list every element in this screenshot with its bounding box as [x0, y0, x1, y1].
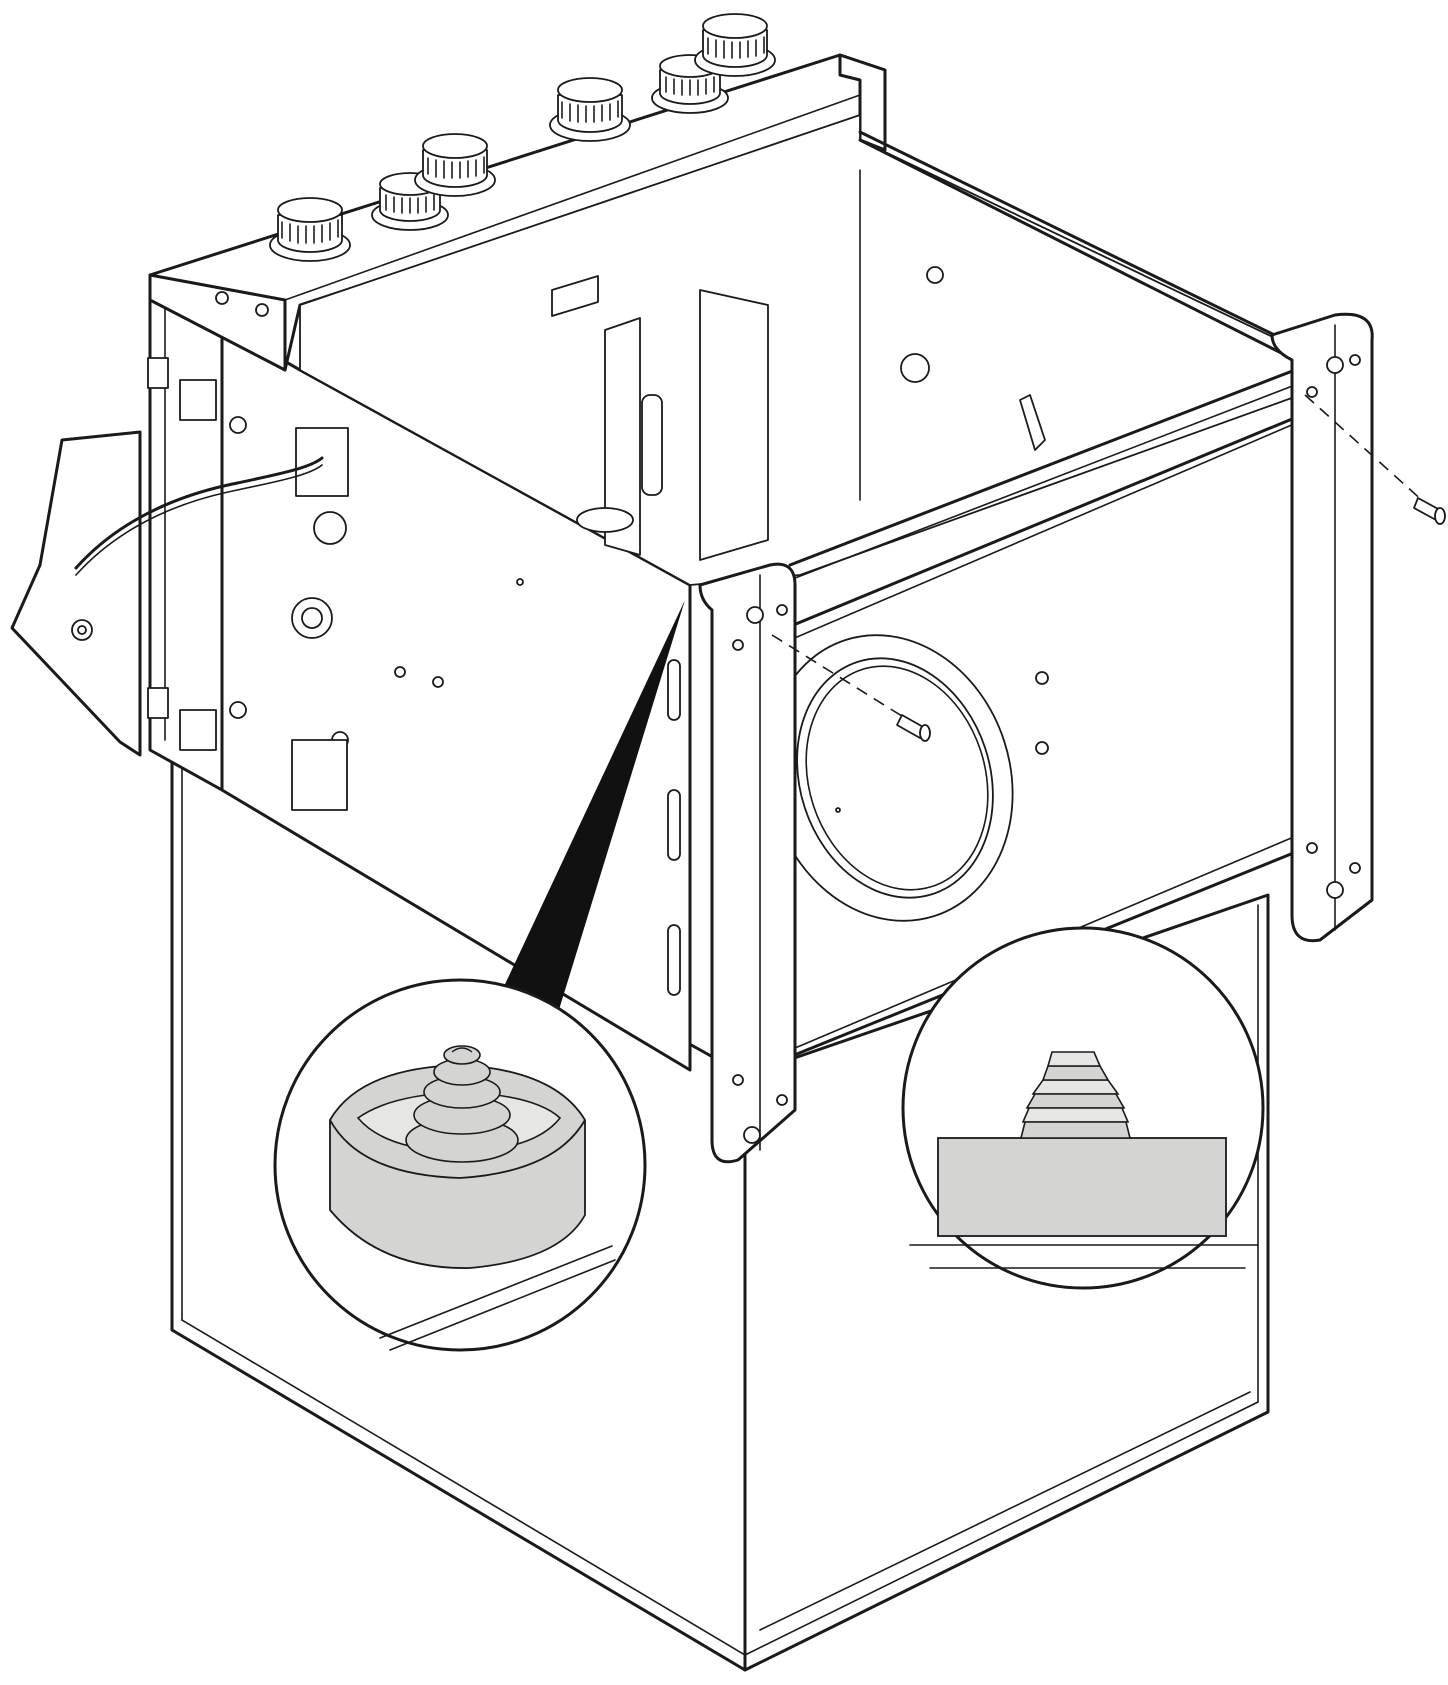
cap-screw-a — [215, 291, 229, 305]
panel-hole-d — [394, 666, 406, 678]
panel-fitting-lower-core — [301, 607, 323, 629]
knob-1 — [269, 197, 351, 262]
flex-cable-edge — [75, 464, 323, 576]
screw-right-path — [1304, 394, 1426, 504]
knob-3 — [414, 133, 496, 197]
flex-cable — [74, 456, 324, 570]
panel-hole-e — [432, 676, 444, 688]
callout-screw-thread-above-plate — [901, 926, 1265, 1290]
hinge-upper — [147, 357, 169, 389]
callout-right-screw-thread — [1019, 1051, 1132, 1139]
cap-screw-b — [255, 303, 269, 317]
callout-screw-seated-in-cup — [273, 978, 647, 1352]
door-panel — [10, 430, 142, 757]
screw-front-path — [771, 634, 906, 719]
panel-hole-b — [229, 701, 247, 719]
inner-hole-small — [926, 266, 944, 284]
hinge-lower-clip — [179, 709, 217, 751]
top-control-panel — [148, 13, 887, 372]
divider-panel — [699, 289, 769, 561]
front-mark — [835, 807, 841, 813]
top-rail-right — [858, 138, 1297, 362]
control-panel-lip — [284, 94, 861, 301]
divider-handle — [641, 394, 663, 496]
front-panel — [743, 398, 1340, 1077]
left-door — [10, 430, 324, 757]
screw-front-center — [896, 714, 931, 742]
cabinet-base-line — [759, 1391, 1251, 1631]
callout-left-ground-edge — [379, 1245, 613, 1339]
hinge-upper-clip — [179, 379, 217, 421]
cabinet-bottom-trim-right — [744, 1401, 1259, 1656]
interior-frame — [299, 114, 1301, 586]
callout-pointer — [492, 600, 685, 1026]
front-top-rail-lower — [789, 384, 1296, 581]
screw-right-side — [1413, 497, 1446, 525]
front-panel-ring-inner — [796, 657, 994, 899]
callout-left-ground — [389, 1259, 616, 1351]
knob-6 — [694, 13, 776, 77]
divider-left — [604, 317, 641, 556]
slot-2 — [667, 789, 681, 861]
front-panel-opening — [805, 665, 989, 891]
panel-fitting-upper — [313, 511, 347, 545]
panel-hole-f — [516, 578, 524, 586]
slot-3 — [667, 924, 681, 996]
cable-port — [295, 427, 349, 497]
inner-connector — [551, 275, 599, 317]
inner-latch — [1019, 394, 1046, 451]
panel-hole-a — [229, 416, 247, 434]
door-knob-center — [77, 625, 87, 635]
control-panel-left-cap — [148, 273, 287, 372]
inner-bottle-cap — [576, 507, 634, 533]
bracket-top-left — [698, 562, 797, 1164]
front-nut-lower — [1035, 741, 1049, 755]
corner-brackets — [698, 312, 1374, 1164]
front-top-rail — [788, 368, 1297, 567]
slot-1 — [667, 659, 681, 721]
cabinet-bottom-trim-left — [181, 1319, 746, 1656]
callout-right-plate — [937, 1137, 1227, 1237]
bracket-top-right — [1270, 312, 1374, 943]
top-rail-right-edge — [858, 130, 1297, 347]
hinge-lower — [147, 687, 169, 719]
lower-port — [291, 739, 348, 811]
screws — [771, 394, 1446, 742]
front-nut-upper — [1035, 671, 1049, 685]
knob-4 — [549, 77, 631, 142]
inner-hole-large — [900, 353, 930, 383]
